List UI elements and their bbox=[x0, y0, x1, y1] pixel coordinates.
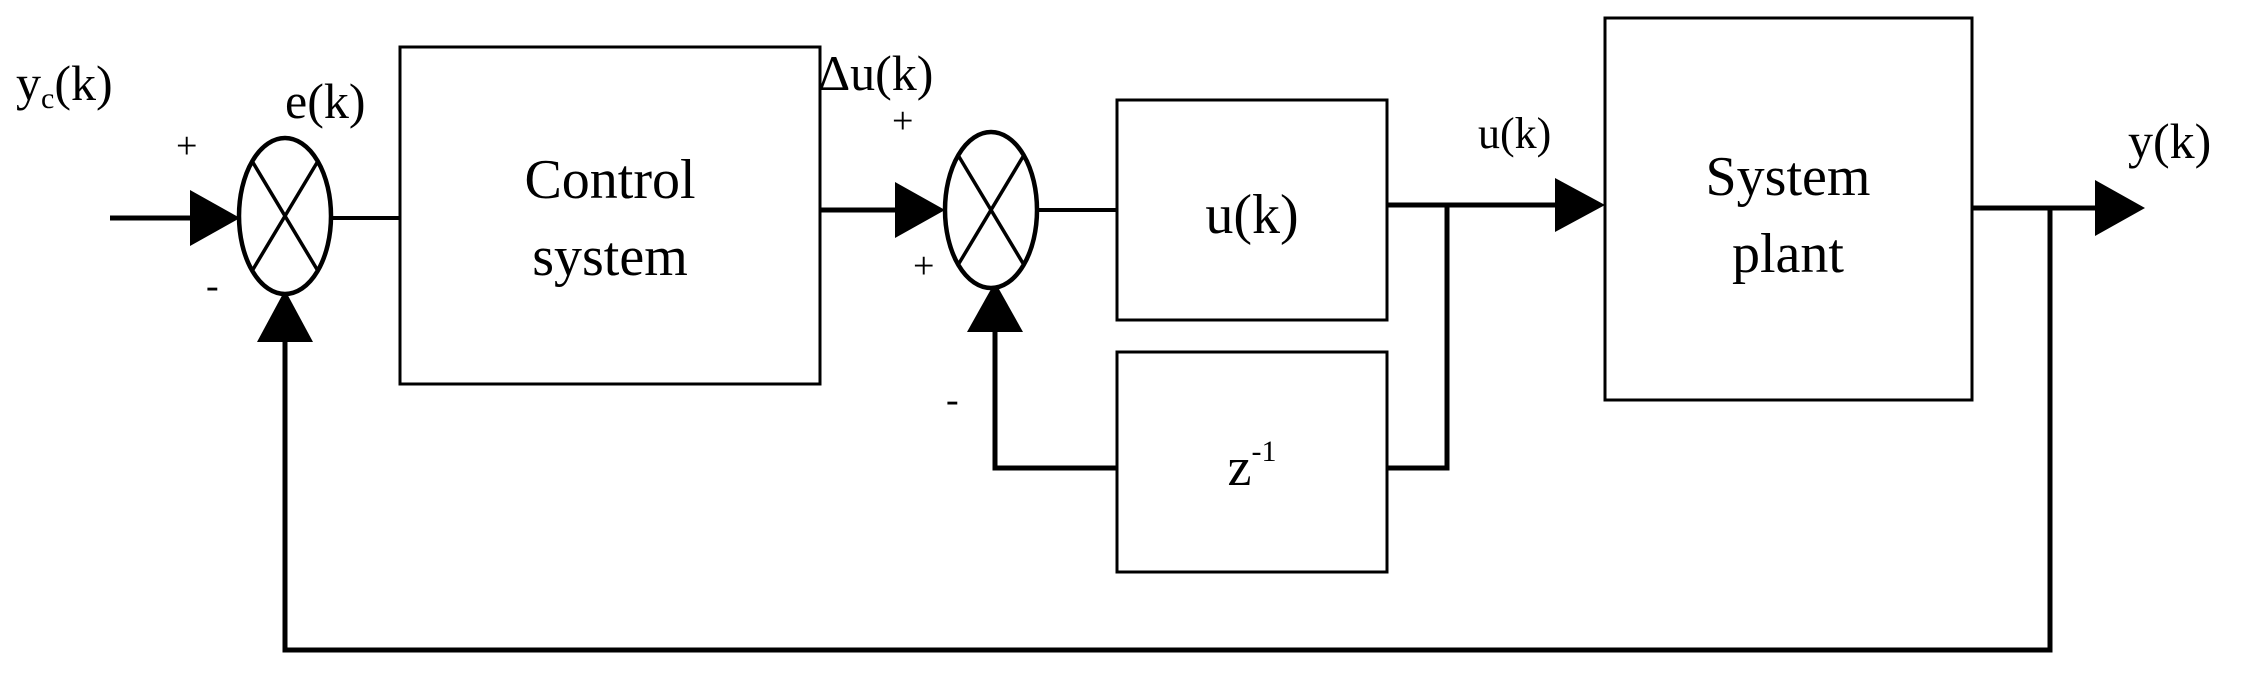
control-system-label-line1: Control bbox=[524, 149, 695, 211]
reference-argument: (k) bbox=[54, 55, 112, 111]
system-plant-label-line2: plant bbox=[1732, 223, 1844, 285]
delay-block bbox=[1115, 350, 1389, 574]
summing-junction-2 bbox=[942, 129, 1040, 291]
delay-arrowhead bbox=[967, 282, 1023, 332]
u-arrowhead bbox=[1555, 178, 1605, 232]
reference-subscript: c bbox=[41, 82, 54, 115]
delay-tap-wire bbox=[1387, 205, 1450, 471]
u-block bbox=[1115, 98, 1389, 322]
error-signal-label: e(k) bbox=[285, 73, 366, 129]
sum2-top-plus-sign: + bbox=[892, 100, 913, 142]
sum2-left-plus-sign: + bbox=[913, 245, 934, 287]
sum1-plus-sign: + bbox=[176, 125, 197, 167]
input-arrowhead bbox=[190, 190, 240, 246]
reference-signal-label: yc(k) bbox=[16, 55, 113, 115]
system-plant-label-line1: System bbox=[1706, 146, 1871, 208]
delay-return-wire bbox=[992, 325, 1117, 471]
reference-base: y bbox=[16, 55, 41, 111]
control-system-label-line2: system bbox=[532, 226, 688, 288]
system-plant-block bbox=[1603, 16, 1974, 402]
delta-u-arrowhead bbox=[895, 182, 945, 238]
sum2-minus-sign: - bbox=[946, 379, 959, 421]
feedback-arrowhead bbox=[257, 290, 313, 342]
u-signal-label: u(k) bbox=[1478, 109, 1551, 158]
u-block-label: u(k) bbox=[1205, 184, 1298, 246]
output-arrowhead bbox=[2095, 180, 2145, 236]
feedback-wire bbox=[282, 208, 2053, 653]
delta-u-signal-label: Δu(k) bbox=[818, 45, 933, 101]
control-system-block bbox=[398, 45, 822, 386]
output-signal-label: y(k) bbox=[2128, 113, 2211, 169]
sum1-minus-sign: - bbox=[206, 265, 219, 307]
delay-exponent: -1 bbox=[1251, 435, 1276, 468]
summing-junction-1 bbox=[236, 135, 334, 297]
delay-block-label: z-1 bbox=[1228, 435, 1277, 497]
delay-base: z bbox=[1228, 437, 1252, 497]
